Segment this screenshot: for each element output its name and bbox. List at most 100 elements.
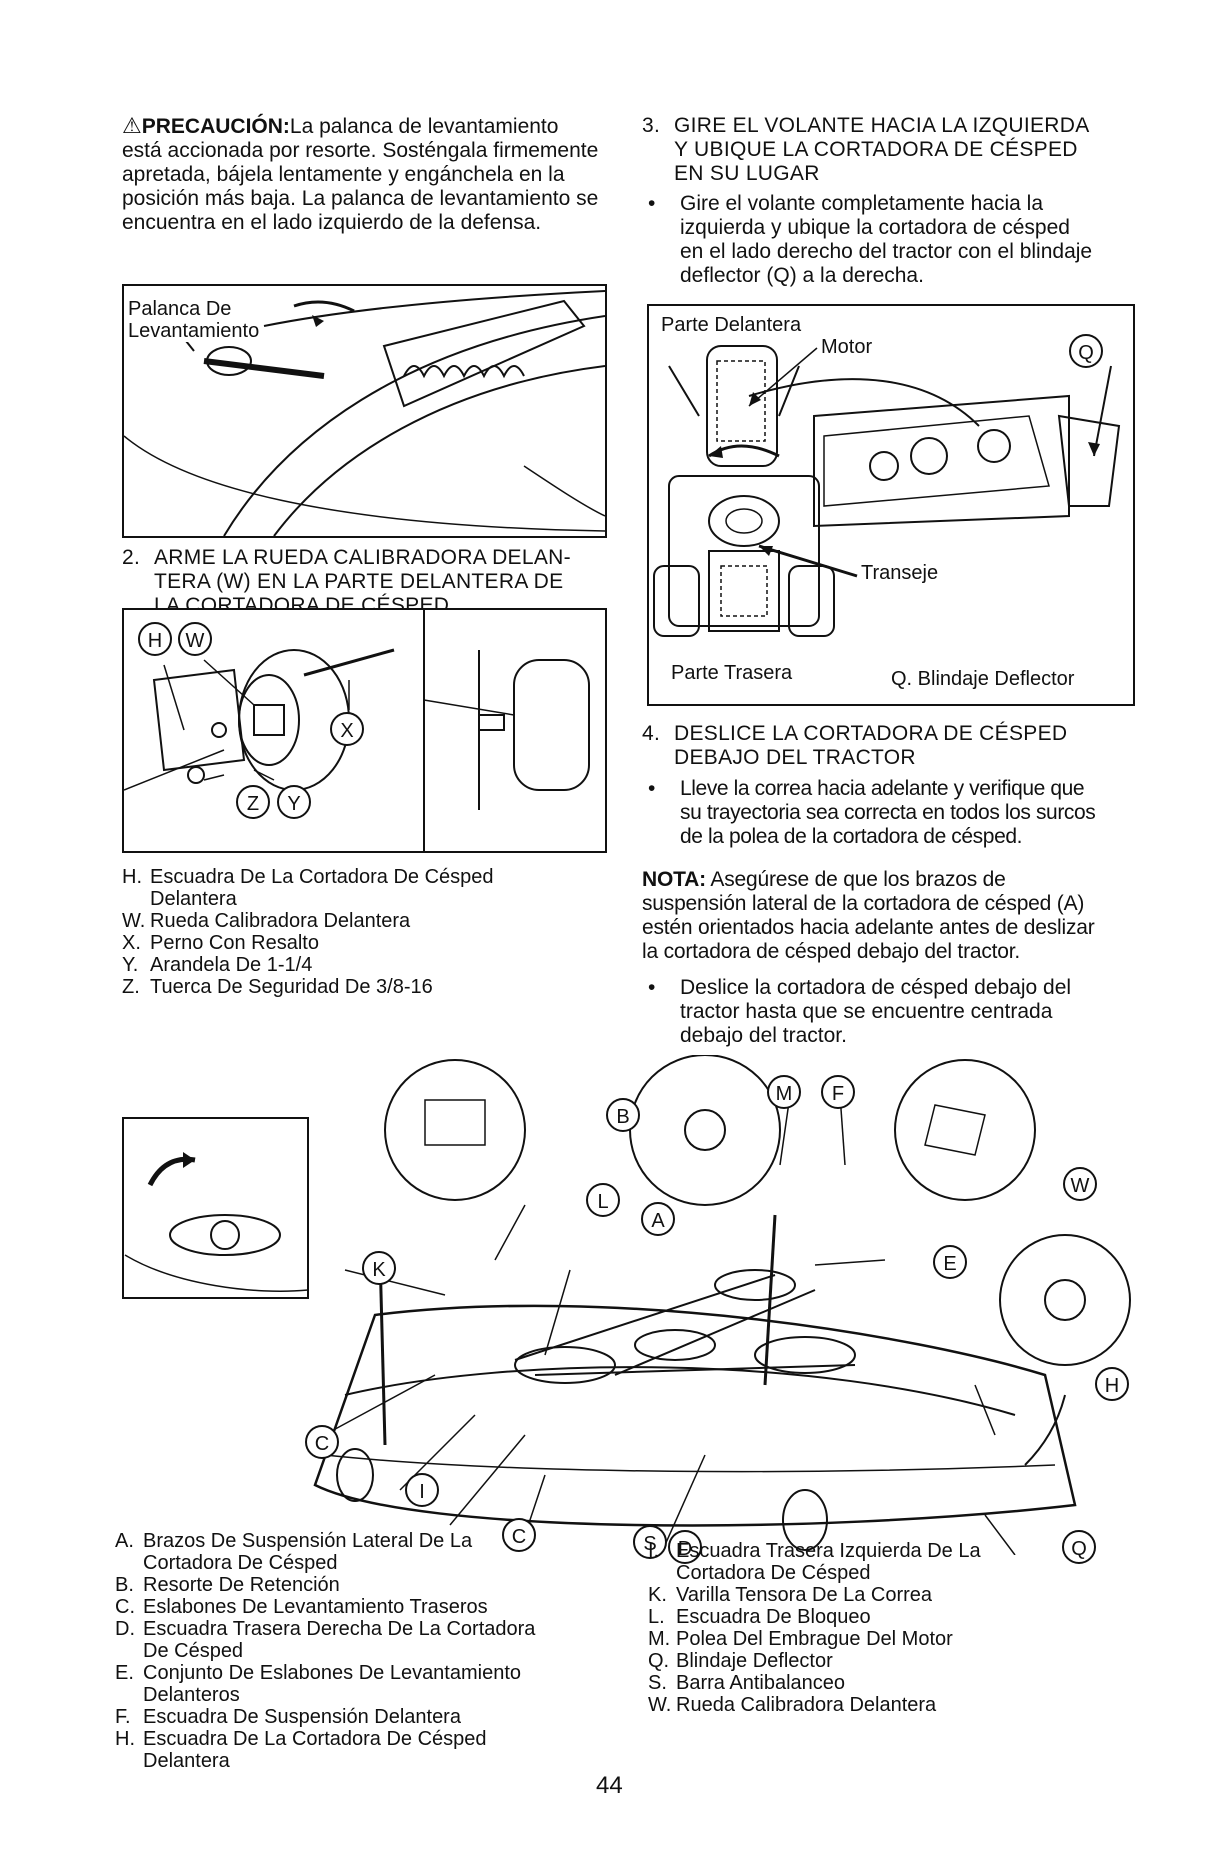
front-label: Parte Delantera [661,314,802,336]
legend-item: W.Rueda Calibradora Delantera [648,1694,937,1716]
legend-item: Q.Blindaje Deflector [648,1650,833,1672]
step-3-bullet-line: izquierda y ubique la cortadora de céspe… [680,216,1070,239]
callout-i: I [405,1473,439,1507]
step-2-number: 2. [122,546,141,569]
step-4-bullet-2: • Deslice la cortadora de césped debajo … [642,976,1142,1048]
legend-item: E.Conjunto De Eslabones De Levantamiento [115,1662,522,1684]
lift-lever-label-line: Levantamiento [128,320,260,342]
legend-item: S.Barra Antibalanceo [648,1672,846,1694]
legend-item: H.Escuadra De La Cortadora De Césped [115,1728,487,1750]
step-3-bullet-line: Gire el volante completamente hacia la [680,192,1044,215]
lift-lever-label-line: Palanca De [128,298,232,320]
warning-triangle-icon: ⚠ [122,113,142,138]
bullet-icon: • [648,777,656,800]
mower-deck-illustration [122,1055,1131,1555]
callout-x: X [330,712,364,746]
callout-z: Z [236,785,270,819]
legend-item: Z.Tuerca De Seguridad De 3/8-16 [122,976,433,998]
legend-item-cont: Cortadora De Césped [676,1562,871,1584]
step-3-line: Y UBIQUE LA CORTADORA DE CÉSPED [674,138,1078,161]
step-4-bullet-line: Deslice la cortadora de césped debajo de… [680,976,1072,999]
step-3-bullet-line: deflector (Q) a la derecha. [680,264,924,287]
callout-s: S [633,1525,667,1559]
legend-item: D.Escuadra Trasera Derecha De La Cortado… [115,1618,536,1640]
step-4-line: DEBAJO DEL TRACTOR [674,746,916,769]
step-3-bullet: • Gire el volante completamente hacia la… [642,192,1142,288]
gauge-wheel-legend: H.Escuadra De La Cortadora De Césped Del… [122,866,622,998]
note-line: Asegúrese de que los brazos de [705,868,1006,891]
caution-line: apretada, bájela lentamente y engánchela… [122,163,565,186]
callout-c: C [305,1425,339,1459]
lift-lever-label: Palanca De Levantamiento [128,298,260,342]
caution-first-line: ⚠PRECAUCIÓN:La palanca de levantamiento [122,114,610,139]
step-3-bullet-line: en el lado derecho del tractor con el bl… [680,240,1093,263]
step-4-bullet-line: debajo del tractor. [680,1024,847,1047]
rear-label: Parte Trasera [671,662,793,684]
callout-q: Q [1062,1530,1096,1564]
callout-w: W [178,622,212,656]
callout-l: L [586,1183,620,1217]
callout-f: F [821,1075,855,1109]
callout-y: Y [277,785,311,819]
callout-k: K [362,1251,396,1285]
callout-h: H [1095,1367,1129,1401]
callout-c: C [502,1518,536,1552]
transaxle-label: Transeje [861,562,939,584]
gauge-wheel-figure: H W X Z Y [122,608,607,853]
note-title: NOTA: [642,868,706,891]
callout-w: W [1063,1167,1097,1201]
legend-item-cont: Delantera [143,1750,230,1772]
callout-m: M [767,1075,801,1109]
callout-e: E [933,1245,967,1279]
bullet-icon: • [648,192,656,215]
legend-item: W.Rueda Calibradora Delantera [122,910,411,932]
lift-lever-figure: Palanca De Levantamiento [122,284,607,538]
legend-item: H.Escuadra De La Cortadora De Césped [122,866,494,888]
step-4-bullet-line: su trayectoria sea correcta en todos los… [680,801,1096,824]
caution-line: La palanca de levantamiento [289,115,559,138]
legend-item: Y.Arandela De 1-1/4 [122,954,313,976]
caution-line: posición más baja. La palanca de levanta… [122,187,599,210]
step-4-heading: 4. DESLICE LA CORTADORA DE CÉSPED DEBAJO… [642,722,1142,770]
step-3-number: 3. [642,114,661,137]
deflector-shield-label: Q. Blindaje Deflector [891,668,1075,690]
legend-item: X.Perno Con Resalto [122,932,319,954]
legend-item: K.Varilla Tensora De La Correa [648,1584,933,1606]
motor-label: Motor [821,336,873,358]
note-block: NOTA: Asegúrese de que los brazos de sus… [642,868,1142,964]
caution-title: PRECAUCIÓN: [141,115,290,138]
callout-d: D [668,1530,702,1564]
caution-block: ⚠PRECAUCIÓN:La palanca de levantamiento … [122,114,610,235]
note-line: estén orientados hacia adelante antes de… [642,916,1095,939]
deck-legend-right: I.Escuadra Trasera Izquierda De La Corta… [648,1540,1148,1716]
legend-item: B.Resorte De Retención [115,1574,340,1596]
note-line: la cortadora de césped debajo del tracto… [642,940,1021,963]
step-2-line: ARME LA RUEDA CALIBRADORA DELAN- [154,546,571,569]
legend-item: F.Escuadra De Suspensión Delantera [115,1706,461,1728]
legend-item: I.Escuadra Trasera Izquierda De La [648,1540,981,1562]
caution-line: está accionada por resorte. Sosténgala f… [122,139,599,162]
tractor-top-view-figure: Parte Delantera Motor Q Transeje Parte T… [647,304,1135,706]
step-3-line: EN SU LUGAR [674,162,820,185]
callout-q: Q [1069,334,1103,368]
step-3-heading: 3. GIRE EL VOLANTE HACIA LA IZQUIERDA Y … [642,114,1142,186]
step-4-bullet-1: • Lleve la correa hacia adelante y verif… [642,777,1142,849]
legend-item: A.Brazos De Suspensión Lateral De La [115,1530,473,1552]
tractor-top-view-illustration [653,345,1121,637]
legend-item-cont: Delanteros [143,1684,240,1706]
page-number: 44 [596,1772,623,1799]
step-4-bullet-line: de la polea de la cortadora de césped. [680,825,1023,848]
legend-item: C.Eslabones De Levantamiento Traseros [115,1596,488,1618]
step-4-line: DESLICE LA CORTADORA DE CÉSPED [674,722,1068,745]
legend-item-cont: De Césped [143,1640,244,1662]
caution-line: encuentra en el lado izquierdo de la def… [122,211,542,234]
legend-item: M.Polea Del Embrague Del Motor [648,1628,953,1650]
step-4-bullet-line: tractor hasta que se encuentre centrada [680,1000,1053,1023]
legend-item-cont: Delantera [150,888,237,910]
callout-a: A [641,1202,675,1236]
bullet-icon: • [648,976,656,999]
deck-legend-left: A.Brazos De Suspensión Lateral De La Cor… [115,1530,635,1772]
legend-item-cont: Cortadora De Césped [143,1552,338,1574]
callout-b: B [606,1098,640,1132]
callout-h: H [138,622,172,656]
